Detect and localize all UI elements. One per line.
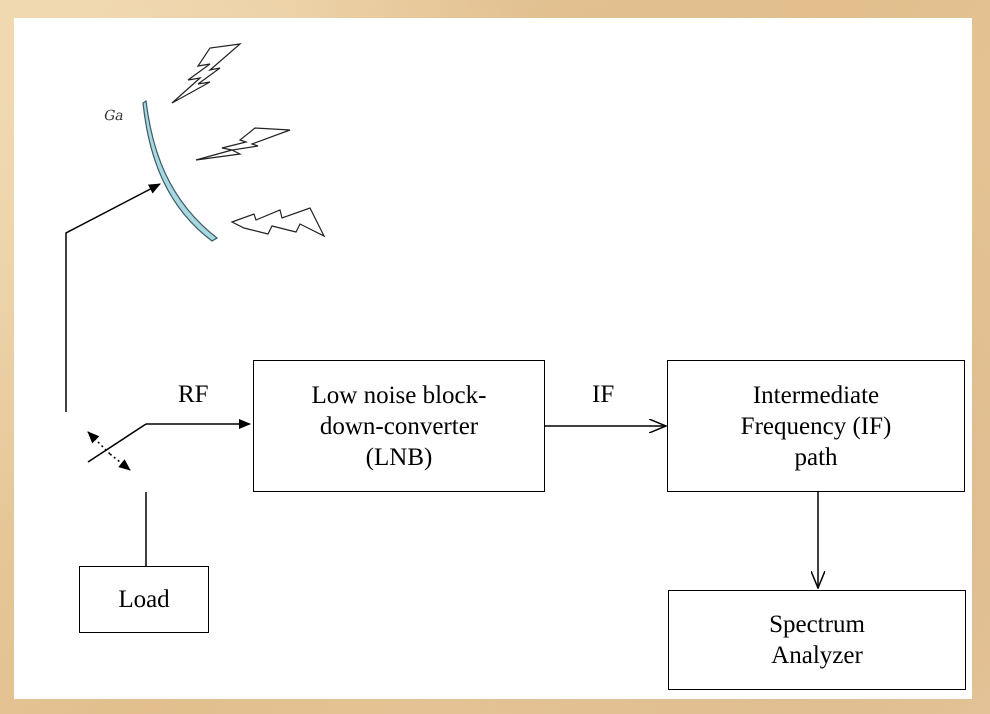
lnb-block: Low noise block- down-converter (LNB) — [253, 360, 545, 492]
spectrum-analyzer-block: Spectrum Analyzer — [668, 590, 966, 690]
if-path-block: Intermediate Frequency (IF) path — [667, 360, 965, 492]
antenna-feed-line — [65, 183, 161, 412]
switch-blade — [87, 423, 147, 463]
antenna-gain-label: Ga — [102, 108, 126, 124]
load-block: Load — [79, 566, 209, 633]
lightning-bolt-icon — [171, 43, 242, 104]
switch-toggle-arrow — [87, 431, 111, 455]
rf-label: RF — [178, 381, 209, 408]
switch-toggle-arrow — [109, 453, 131, 471]
lightning-bolt-icon — [195, 127, 291, 161]
lightning-bolt-icon — [230, 207, 326, 238]
dish-antenna — [142, 99, 219, 242]
if-label: IF — [592, 381, 615, 408]
